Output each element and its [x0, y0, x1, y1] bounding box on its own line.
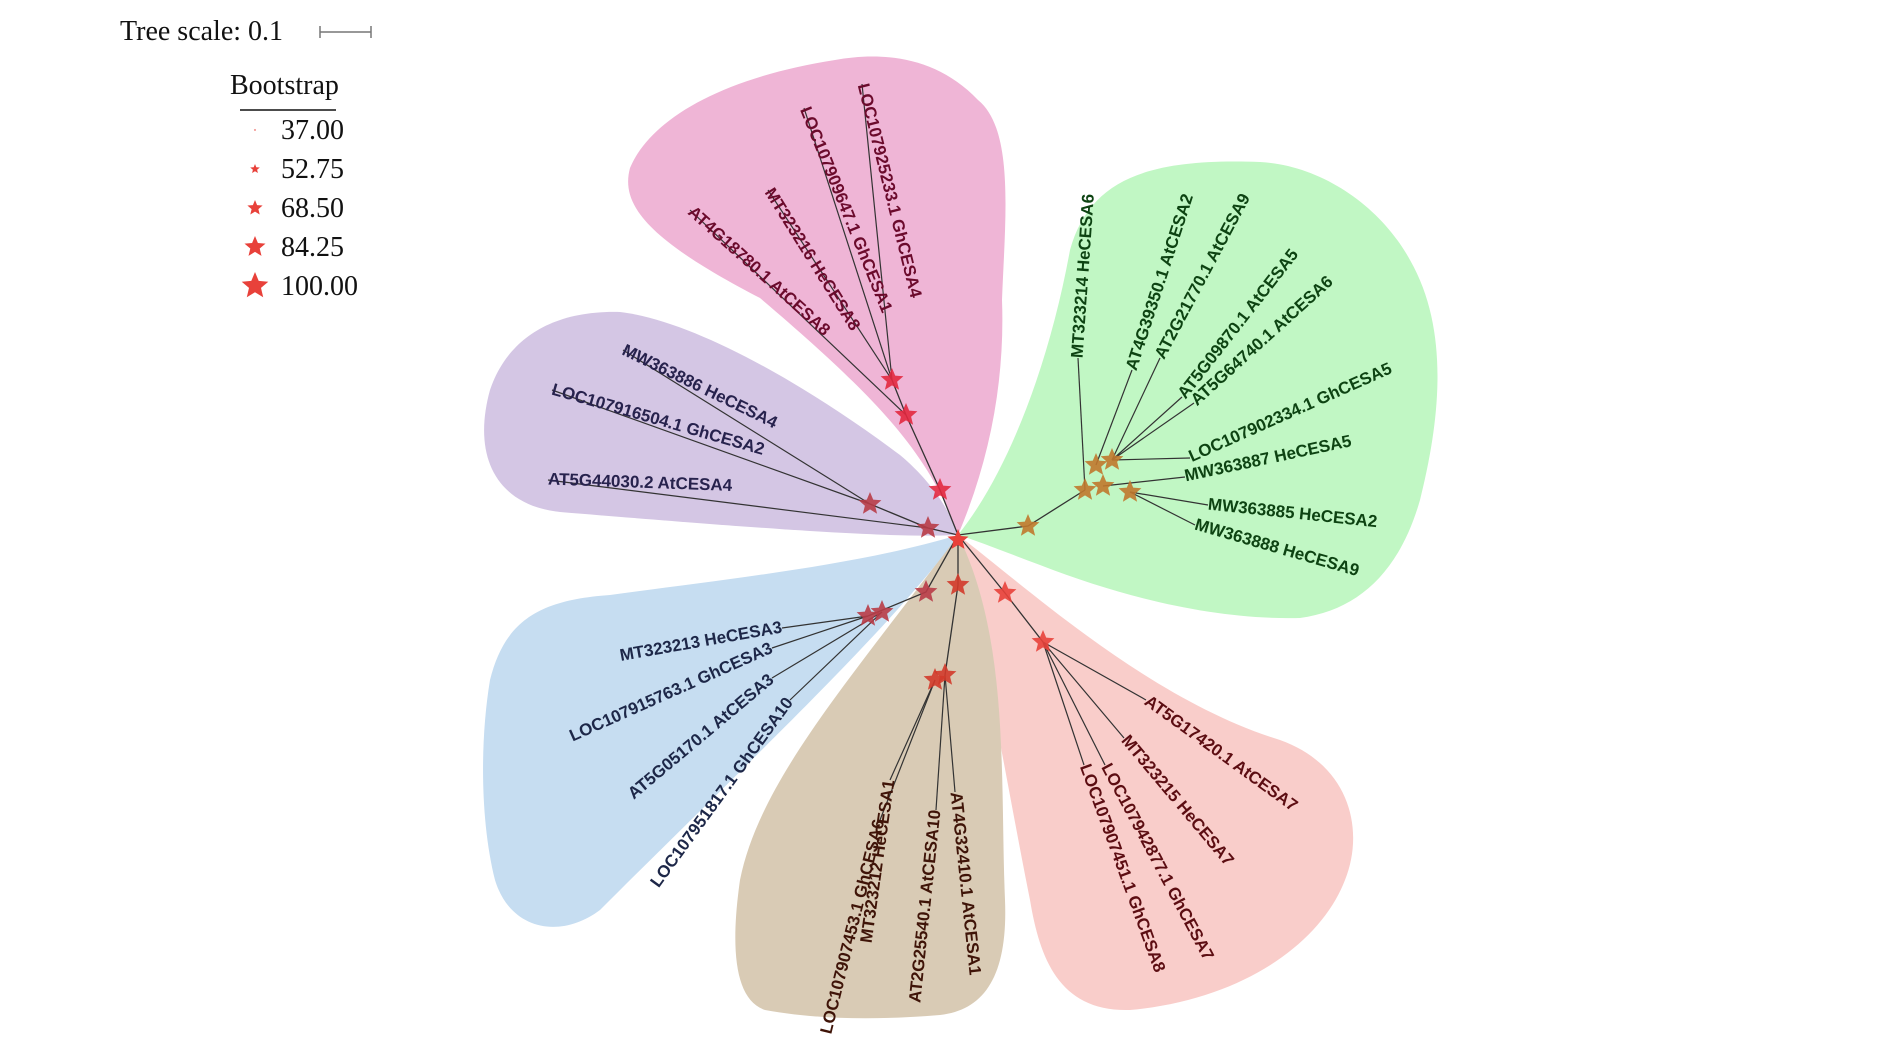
bootstrap-star-pink-0 — [928, 478, 952, 500]
clade-background-green — [958, 161, 1438, 619]
bootstrap-star-tan-0 — [946, 573, 970, 595]
legend-entries: 37.00 52.75 68.50 84.25 100.00 — [241, 115, 358, 302]
branch-loc107916504-1-ghcesa2 — [551, 389, 871, 505]
root-node-star — [947, 529, 969, 549]
branch-loc107907451-1-ghcesa8 — [1042, 641, 1085, 766]
branch-at5g09870-1-atcesa5 — [1111, 396, 1183, 461]
branch-loc107909647-1-ghcesa1 — [803, 107, 893, 381]
branch-mt323213-hecesa3 — [781, 615, 869, 629]
branch-loc107942877-1-ghcesa7 — [1042, 641, 1106, 766]
legend-entry-68-50: 68.50 — [247, 193, 344, 224]
branch-mt323215-hecesa7 — [1042, 641, 1125, 739]
legend-star-icon — [241, 272, 269, 298]
legend-entry-84-25: 84.25 — [244, 232, 344, 263]
clade-background-salmon — [958, 535, 1354, 1011]
legend-value: 37.00 — [281, 115, 344, 146]
bootstrap-star-green-2 — [1091, 474, 1115, 496]
bootstrap-star-tan-2 — [923, 668, 947, 690]
tree-scale-label: Tree scale: 0.1 — [120, 16, 283, 47]
bootstrap-star-green-4 — [1100, 448, 1124, 470]
branch-at4g32410-1-atcesa1 — [944, 674, 956, 793]
bootstrap-star-pink-2 — [880, 368, 904, 390]
branch-at5g17420-1-atcesa7 — [1042, 641, 1147, 701]
branch-mt323212-hecesa1 — [889, 679, 936, 781]
bootstrap-star-green-5 — [1084, 453, 1108, 475]
bootstrap-star-green-3 — [1118, 480, 1142, 502]
branch-mw363886-hecesa4 — [622, 349, 871, 505]
branch-mw363885-hecesa2 — [1129, 491, 1209, 506]
legend-entry-52-75: 52.75 — [250, 154, 344, 185]
tree-scale: Tree scale: 0.1 — [120, 16, 372, 47]
bootstrap-star-purple-0 — [916, 516, 940, 538]
bootstrap-star-green-1 — [1073, 478, 1097, 500]
branch-loc107925233-1-ghcesa4 — [861, 83, 893, 381]
clade-background-tan — [735, 535, 1006, 1019]
branch-mw363887-hecesa5 — [1102, 476, 1186, 487]
branch-loc107907453-1-ghcesa6 — [879, 679, 936, 821]
bootstrap-star-green-0 — [1016, 514, 1040, 536]
legend-title: Bootstrap — [230, 70, 339, 101]
legend-star-icon — [250, 164, 260, 173]
branch-pink-stem — [891, 379, 959, 536]
legend-value: 84.25 — [281, 232, 344, 263]
scale-bar — [319, 26, 372, 38]
branch-loc107915763-1-ghcesa3 — [771, 615, 869, 649]
branch-at5g44030-2-atcesa4 — [547, 479, 929, 529]
bootstrap-star-purple-1 — [858, 492, 882, 514]
legend-value: 52.75 — [281, 154, 344, 185]
bootstrap-star-blue-1 — [856, 604, 880, 626]
bootstrap-star-blue-2 — [870, 600, 894, 622]
bootstrap-legend: Bootstrap 37.00 52.75 68.50 84.25 100.00 — [230, 70, 358, 302]
clade-background-blue — [483, 535, 958, 927]
bootstrap-node-markers — [856, 368, 1142, 690]
branch-mt323216-hecesa8 — [767, 189, 893, 381]
branch-mt323214-hecesa6 — [1077, 357, 1086, 491]
legend-entry-37-00: 37.00 — [253, 115, 344, 146]
bootstrap-star-salmon-0 — [993, 581, 1017, 603]
branch-at4g39350-1-atcesa2 — [1095, 369, 1133, 466]
legend-star-icon — [253, 128, 257, 131]
bootstrap-star-blue-0 — [914, 580, 938, 602]
branch-at4g18780-1-atcesa8 — [689, 209, 907, 416]
branch-loc107951817-1-ghcesa10 — [789, 611, 883, 701]
clade-background-purple — [484, 311, 958, 536]
branch-at2g21770-1-atcesa9 — [1111, 357, 1161, 461]
legend-value: 100.00 — [281, 271, 358, 302]
legend-star-icon — [247, 200, 263, 215]
legend-entry-100-00: 100.00 — [241, 271, 358, 302]
bootstrap-star-salmon-1 — [1031, 630, 1055, 652]
legend-value: 68.50 — [281, 193, 344, 224]
branch-loc107902334-1-ghcesa5 — [1111, 457, 1191, 461]
bootstrap-star-pink-1 — [894, 403, 918, 425]
branch-mw363888-hecesa9 — [1129, 491, 1196, 526]
branch-at5g64740-1-atcesa6 — [1111, 402, 1195, 461]
branch-at2g25540-1-atcesa10 — [935, 674, 946, 811]
legend-star-icon — [244, 236, 266, 256]
